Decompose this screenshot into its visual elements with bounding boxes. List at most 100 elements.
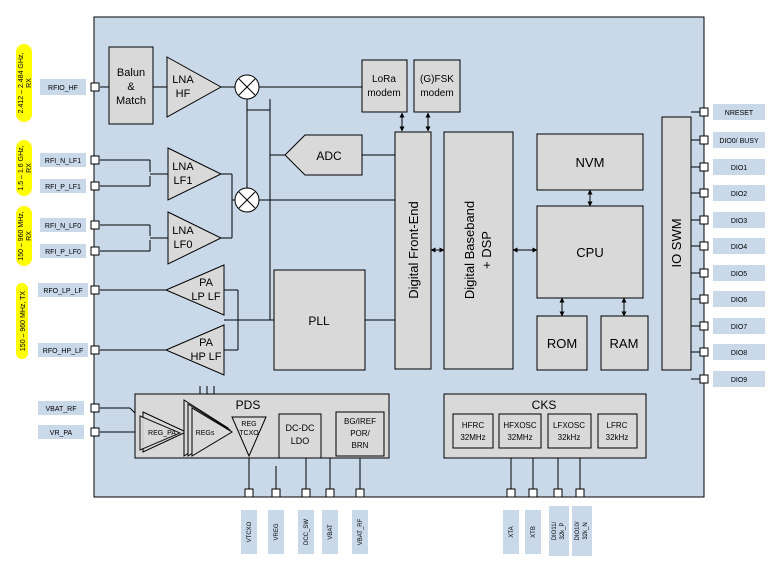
lna-hf-amp: [166, 56, 223, 118]
bottom-pin-squares: [244, 488, 585, 498]
dcdc-ldo-block: [278, 413, 322, 459]
pin-rfo-hp-lf: RFO_HP_LF: [43, 348, 83, 355]
lna-lf1-label-1: LNA: [172, 161, 194, 173]
digital-front-end-block: [394, 131, 432, 370]
lfxosc-label-2: 32kHz: [558, 433, 581, 442]
io-swm-label: IO SWM: [669, 218, 684, 267]
pin-vr-pa: VR_PA: [50, 430, 73, 437]
pa-hp-amp: [164, 324, 225, 376]
pin-dio3: DIO3: [731, 218, 747, 225]
right-pins: NRESET DIO0/ BUSY DIO1 DIO2 DIO3 DIO4 DI…: [713, 104, 765, 387]
dbb-label-1: Digital Baseband: [462, 201, 477, 299]
dcdc-label-2: LDO: [291, 436, 310, 446]
pin-dio11-label-1: DIO11/: [552, 521, 558, 540]
bg-label-2: POR/: [350, 429, 370, 438]
reg-tcxo-icon: [231, 416, 267, 458]
hfxosc-label-2: 32MHz: [507, 433, 532, 442]
rom-block: [536, 315, 588, 371]
reg-tcxo-label-1: REG: [241, 421, 256, 428]
pll-block: [273, 269, 366, 371]
svg-text:2.412 – 2.484 GHz,: 2.412 – 2.484 GHz,: [18, 53, 25, 114]
pin-dio6: DIO6: [731, 297, 747, 304]
svg-text:150 – 960 MHz, TX: 150 – 960 MHz, TX: [20, 291, 27, 352]
svg-text:150 – 960 MHz,: 150 – 960 MHz,: [18, 211, 25, 260]
dbb-label-2: + DSP: [479, 231, 494, 269]
pin-dio7: DIO7: [731, 324, 747, 331]
pin-xta: XTA: [509, 526, 515, 537]
band-label-lf0: 150 – 960 MHz, RX: [16, 206, 33, 266]
left-pin-squares: [90, 82, 100, 437]
reg-pa-label: REG_PA: [148, 430, 176, 437]
lora-modem-block: [361, 59, 408, 113]
hfxosc-block: [498, 413, 542, 449]
arrows: [399, 112, 627, 317]
pin-dio2: DIO2: [731, 191, 747, 198]
pin-dio1: DIO1: [731, 165, 747, 172]
lna-hf-label-1: LNA: [172, 74, 194, 86]
regs-icon: [183, 399, 233, 457]
hfrc-label-2: 32MHz: [460, 433, 485, 442]
dcdc-label-1: DC-DC: [286, 423, 315, 433]
pin-xtb: XTB: [531, 526, 537, 538]
pa-lp-label-1: PA: [199, 277, 214, 289]
pin-rfi-p-lf0: RFI_P_LF0: [45, 249, 81, 256]
lna-lf1-amp: [167, 147, 223, 201]
ram-label: RAM: [610, 336, 639, 351]
reg-tcxo-label-2: TCXO: [239, 430, 259, 437]
mixer-lf-icon: [234, 187, 260, 213]
lora-label-2: modem: [367, 88, 400, 99]
pin-vreg: VREG: [274, 523, 280, 540]
digital-baseband-block: [443, 131, 514, 370]
dfe-label: Digital Front-End: [406, 201, 421, 299]
left-pins: RFIO_HF RFI_N_LF1 RFI_P_LF1 RFI_N_LF0 RF…: [38, 79, 88, 439]
bg-label-3: BRN: [352, 441, 369, 450]
svg-text:RX: RX: [26, 163, 33, 173]
lfrc-label-1: LFRC: [607, 421, 628, 430]
band-label-lf1: 1.5 – 1.6 GHz, RX: [16, 140, 33, 196]
pin-vbat-rf-bottom: VBAT_RF: [358, 518, 364, 545]
pin-rfi-p-lf1: RFI_P_LF1: [45, 184, 81, 191]
lfxosc-label-1: LFXOSC: [553, 421, 585, 430]
right-pin-squares: [699, 107, 709, 384]
nvm-block: [536, 133, 644, 191]
bg-label-1: BG/IREF: [344, 417, 376, 426]
gfsk-label-2: modem: [420, 88, 453, 99]
lfrc-block: [597, 413, 638, 449]
nvm-label: NVM: [576, 155, 605, 170]
balun-block: [108, 46, 154, 125]
pin-dio9: DIO9: [731, 377, 747, 384]
pa-lp-amp: [164, 264, 225, 316]
pin-rfi-n-lf0: RFI_N_LF0: [45, 223, 81, 230]
pin-rfi-n-lf1: RFI_N_LF1: [45, 158, 81, 165]
hfrc-block: [452, 413, 494, 449]
reg-pa-icon: [139, 411, 188, 453]
balun-label-2: &: [127, 81, 135, 93]
lna-lf0-label-1: LNA: [172, 225, 194, 237]
pin-dio8: DIO8: [731, 350, 747, 357]
mixer-hf-icon: [234, 74, 260, 100]
adc-label: ADC: [316, 149, 342, 163]
svg-text:RX: RX: [26, 231, 33, 241]
lna-hf-label-2: HF: [176, 88, 191, 100]
pin-dio0: DIO0/ BUSY: [719, 138, 759, 145]
pin-dio10-label-1: DIO10/: [575, 521, 581, 540]
lfrc-label-2: 32kHz: [606, 433, 629, 442]
pin-vbat: VBAT: [328, 524, 334, 540]
pin-vtcxo: VTCXO: [247, 521, 253, 542]
hfxosc-label-1: HFXOSC: [503, 421, 537, 430]
gfsk-label-1: (G)FSK: [420, 74, 454, 85]
cpu-block: [536, 205, 644, 299]
lfxosc-block: [547, 413, 592, 449]
gfsk-modem-block: [413, 59, 461, 113]
hfrc-label-1: HFRC: [462, 421, 484, 430]
lna-lf0-label-2: LF0: [174, 239, 193, 251]
pll-label: PLL: [308, 314, 330, 328]
pin-dio10-label-2: 32k_N: [583, 522, 589, 539]
balun-label-1: Balun: [117, 67, 145, 79]
pin-rfo-lp-lf: RFO_LP_LF: [43, 288, 82, 295]
pds-title: PDS: [236, 398, 261, 412]
cpu-label: CPU: [576, 245, 603, 260]
bottom-pins: VTCXO VREG DCC_SW VBAT VBAT_RF XTA XTB D…: [241, 506, 592, 556]
pin-dio5: DIO5: [731, 271, 747, 278]
